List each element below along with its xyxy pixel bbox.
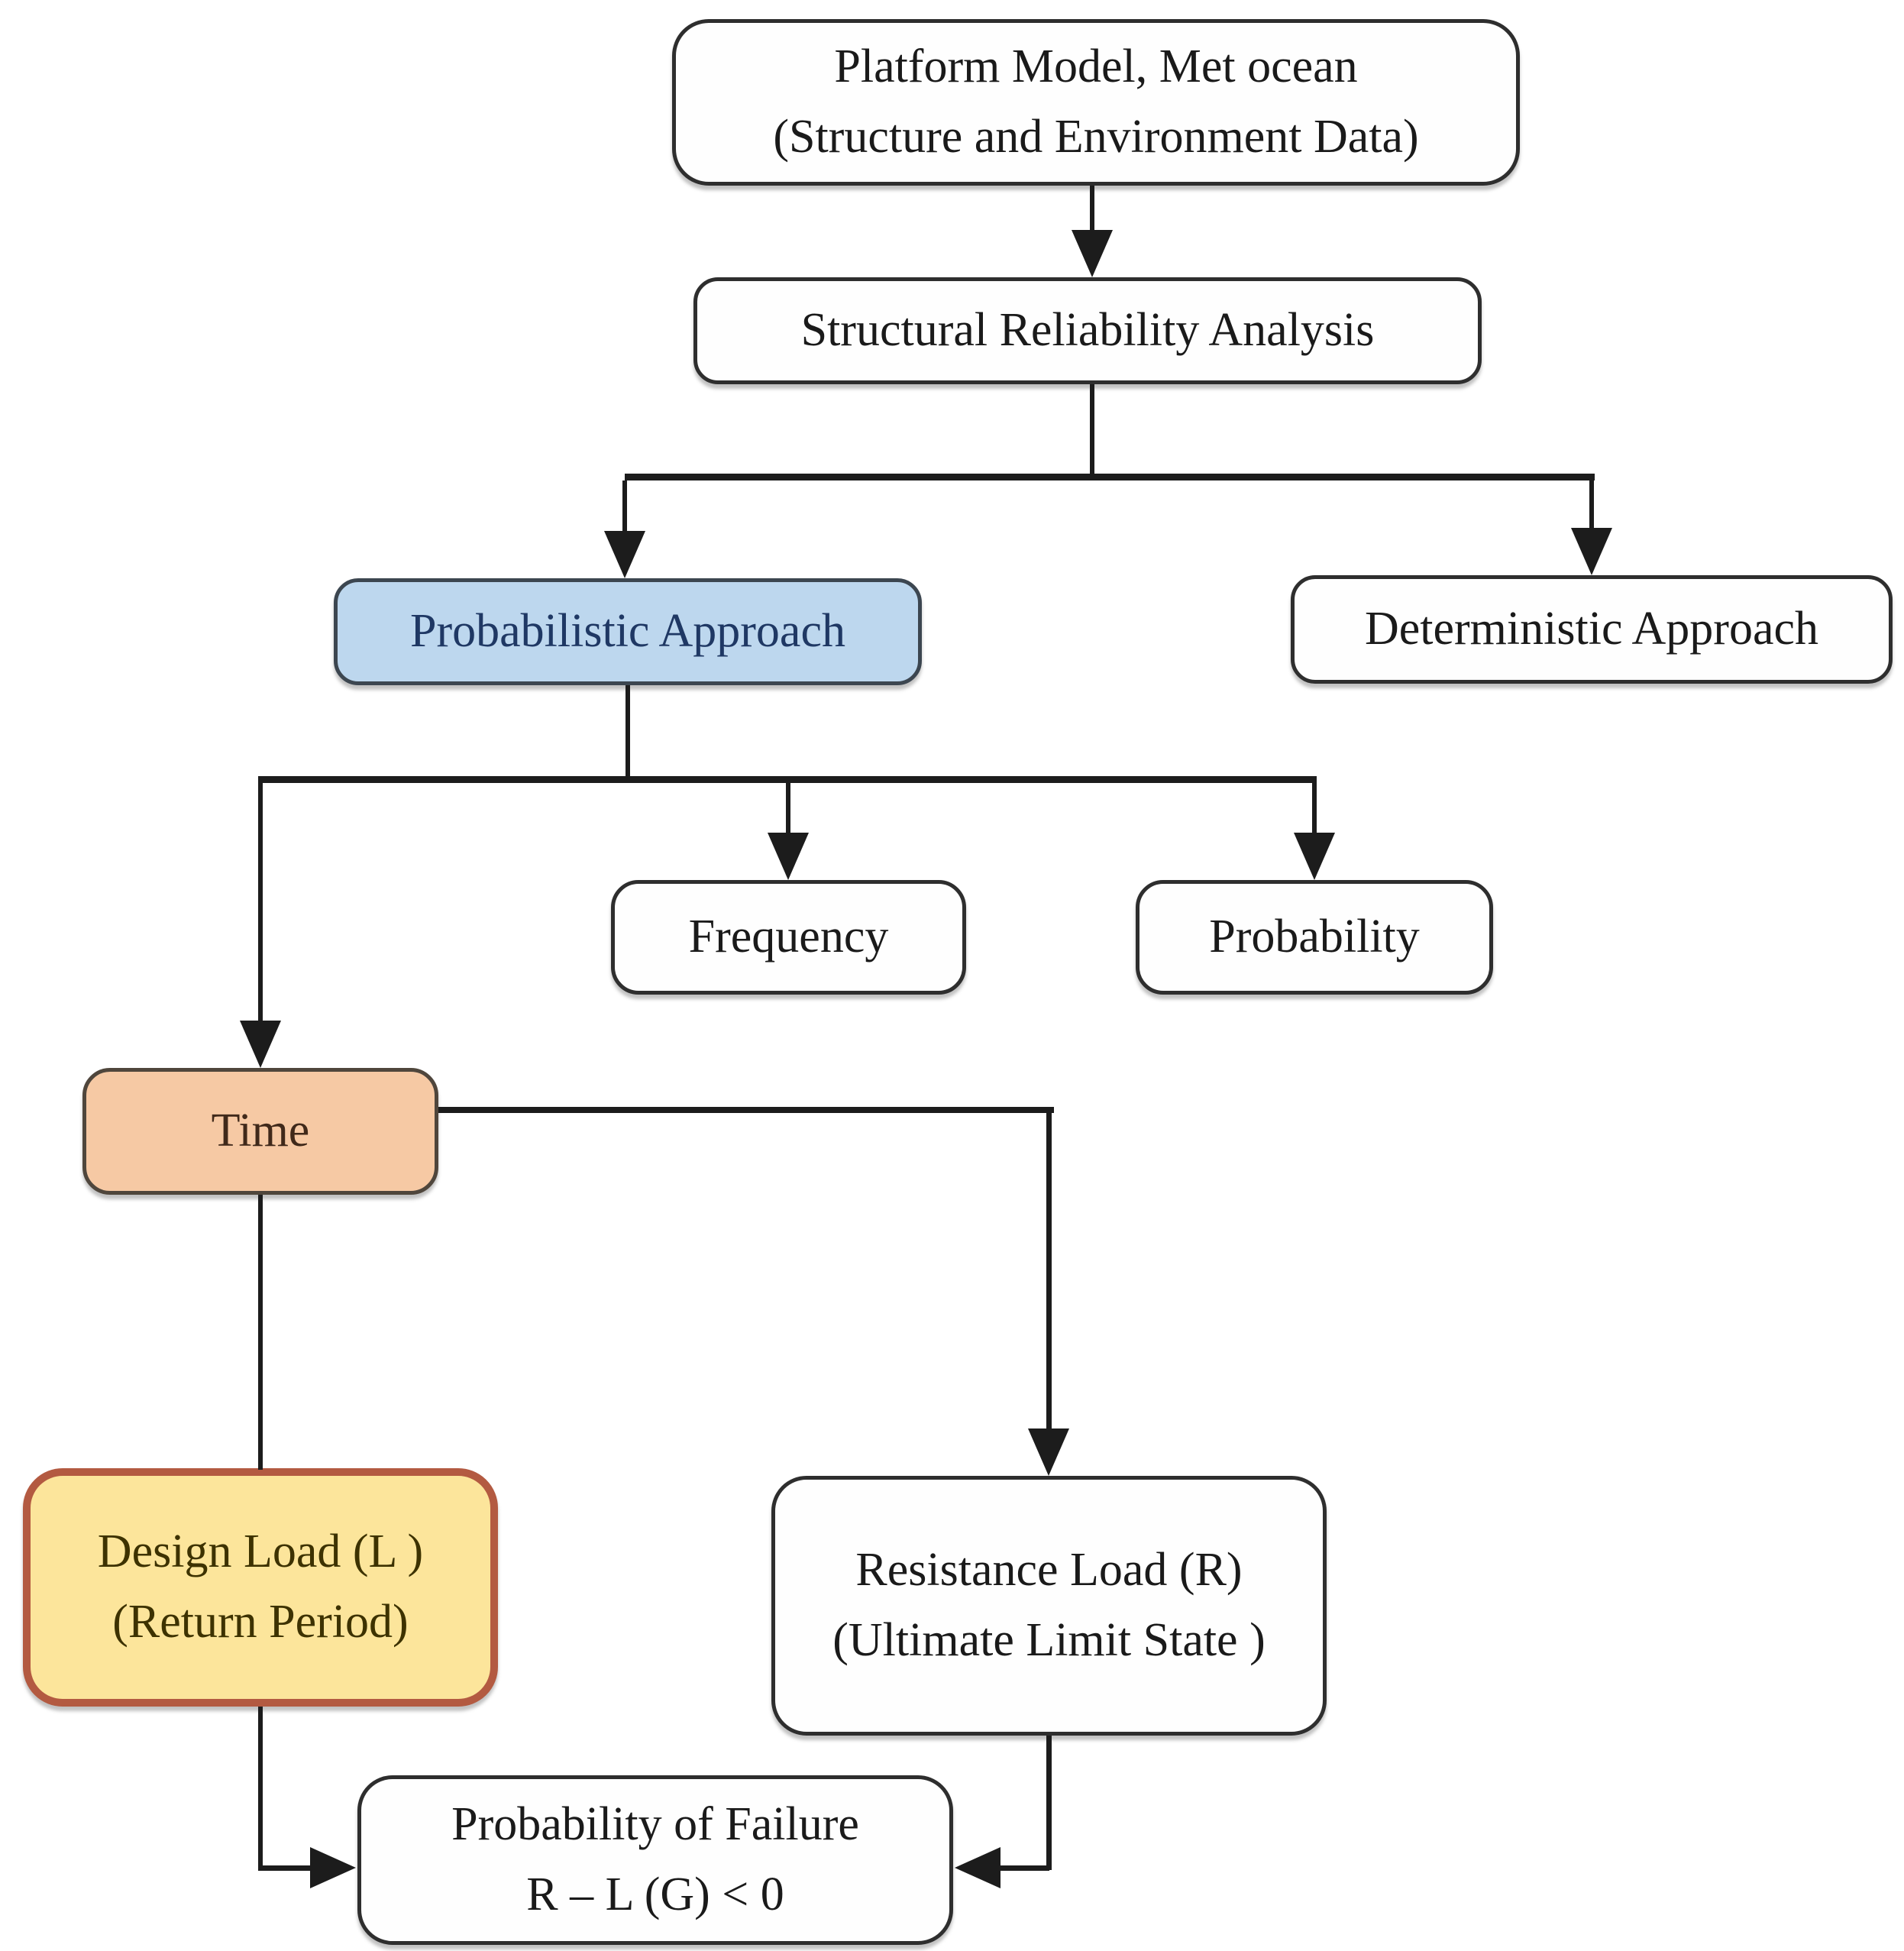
connector-design-load-run xyxy=(258,1865,313,1871)
node-probability-of-failure-line2: R – L (G) < 0 xyxy=(526,1868,784,1920)
node-deterministic-approach-label: Deterministic Approach xyxy=(1365,603,1818,655)
node-probability: Probability xyxy=(1136,880,1493,995)
connector-drop-frequency xyxy=(786,783,790,834)
connector-design-load-stem xyxy=(258,1707,263,1870)
connector-time-to-design-load xyxy=(258,1195,263,1470)
connector-time-right-run xyxy=(438,1107,1054,1113)
connector-drop-probabilistic xyxy=(622,480,627,532)
connector-drop-deterministic xyxy=(1589,480,1594,529)
node-frequency-label: Frequency xyxy=(688,911,889,963)
arrowhead-into-probabilistic-icon xyxy=(604,531,645,578)
node-design-load-line1: Design Load (L ) xyxy=(97,1526,424,1578)
node-resistance-load: Resistance Load (R) (Ultimate Limit Stat… xyxy=(771,1476,1327,1736)
connector-resistance-stem xyxy=(1046,1736,1052,1870)
node-design-load-line2: (Return Period) xyxy=(112,1596,409,1648)
connector-resistance-run xyxy=(999,1865,1049,1871)
arrowhead-into-time-icon xyxy=(240,1021,281,1068)
arrowhead-into-probability-icon xyxy=(1294,833,1335,880)
arrowhead-into-failure-left-icon xyxy=(310,1847,356,1888)
arrowhead-into-failure-right-icon xyxy=(955,1847,1000,1888)
connector-elbow-to-resistance xyxy=(1046,1107,1052,1428)
arrowhead-into-sra-icon xyxy=(1072,230,1113,277)
node-frequency: Frequency xyxy=(611,880,966,995)
node-resistance-load-line1: Resistance Load (R) xyxy=(855,1544,1243,1597)
connector-sra-stem xyxy=(1090,384,1094,477)
node-deterministic-approach: Deterministic Approach xyxy=(1291,575,1893,684)
node-time: Time xyxy=(82,1068,438,1195)
node-probabilistic-approach-label: Probabilistic Approach xyxy=(410,605,845,658)
arrowhead-into-frequency-icon xyxy=(768,833,809,880)
connector-platform-to-sra xyxy=(1090,186,1094,235)
node-probabilistic-approach: Probabilistic Approach xyxy=(334,578,922,685)
arrowhead-into-resistance-icon xyxy=(1028,1428,1069,1476)
connector-approaches-branch xyxy=(625,474,1595,480)
node-structural-reliability-analysis: Structural Reliability Analysis xyxy=(693,277,1482,384)
node-probability-of-failure-line1: Probability of Failure xyxy=(451,1798,859,1851)
connector-probabilistic-branch xyxy=(258,776,1317,783)
node-platform-model: Platform Model, Met ocean (Structure and… xyxy=(672,19,1520,186)
connector-drop-probability xyxy=(1312,783,1317,834)
node-probability-of-failure: Probability of Failure R – L (G) < 0 xyxy=(357,1775,953,1945)
node-probability-label: Probability xyxy=(1209,911,1420,963)
node-platform-model-line1: Platform Model, Met ocean xyxy=(834,40,1358,93)
connector-probabilistic-stem xyxy=(626,685,630,781)
node-structural-reliability-analysis-label: Structural Reliability Analysis xyxy=(800,304,1375,357)
node-design-load: Design Load (L ) (Return Period) xyxy=(23,1468,498,1707)
node-platform-model-line2: (Structure and Environment Data) xyxy=(773,111,1419,163)
node-resistance-load-line2: (Ultimate Limit State ) xyxy=(832,1614,1266,1666)
arrowhead-into-deterministic-icon xyxy=(1571,528,1612,575)
node-time-label: Time xyxy=(211,1105,310,1157)
connector-drop-time xyxy=(258,783,263,1022)
